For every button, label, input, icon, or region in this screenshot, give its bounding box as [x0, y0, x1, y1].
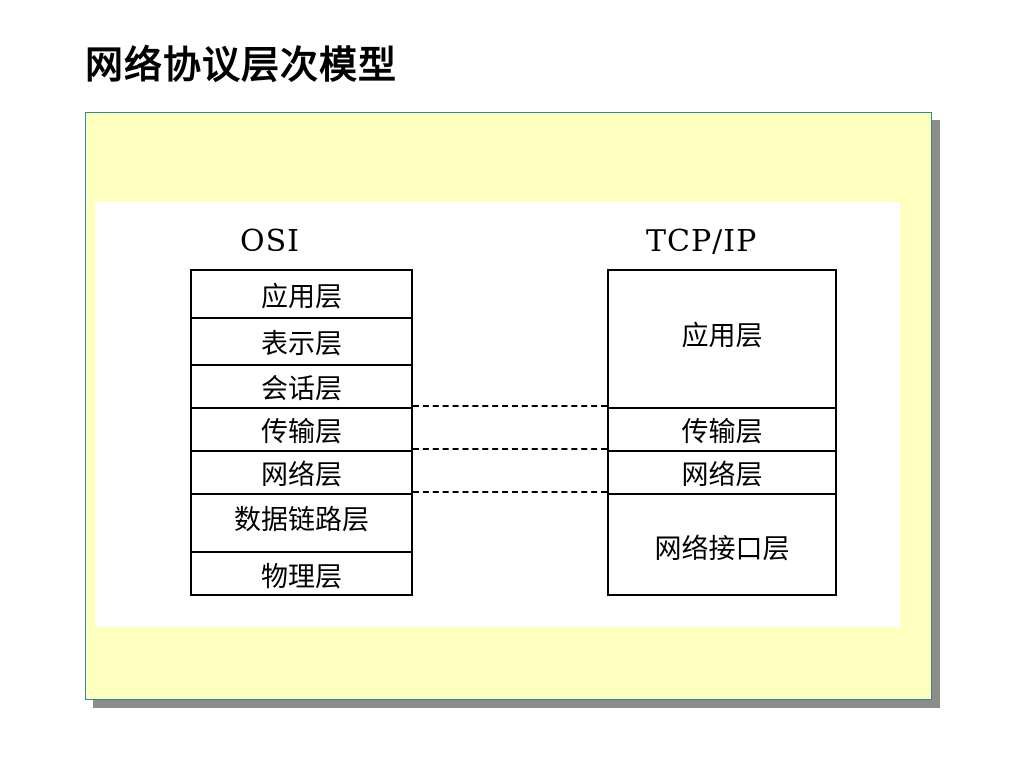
diagram-panel: OSI TCP/IP 应用层 表示层 会话层 传输层 网络层 数据链路层 物理层…	[95, 202, 900, 627]
tcpip-layer-internet: 网络层	[609, 450, 835, 493]
osi-stack: 应用层 表示层 会话层 传输层 网络层 数据链路层 物理层	[190, 269, 413, 596]
osi-layer-session: 会话层	[192, 364, 411, 407]
osi-heading: OSI	[240, 224, 300, 259]
connector-network	[413, 448, 607, 450]
osi-layer-data-link: 数据链路层	[192, 493, 411, 551]
osi-layer-transport: 传输层	[192, 407, 411, 450]
tcpip-stack: 应用层 传输层 网络层 网络接口层	[607, 269, 837, 596]
slide-title: 网络协议层次模型	[85, 42, 398, 87]
tcpip-layer-application: 应用层	[681, 320, 763, 352]
connector-transport	[413, 405, 607, 407]
connector-link	[413, 491, 607, 493]
osi-layer-network: 网络层	[192, 450, 411, 493]
osi-layer-physical: 物理层	[192, 551, 411, 596]
tcpip-layer-transport: 传输层	[609, 407, 835, 450]
osi-layer-application: 应用层	[261, 281, 342, 313]
osi-layer-presentation: 表示层	[192, 317, 411, 364]
tcpip-heading: TCP/IP	[646, 224, 758, 259]
tcpip-layer-network-interface: 网络接口层	[609, 493, 835, 596]
